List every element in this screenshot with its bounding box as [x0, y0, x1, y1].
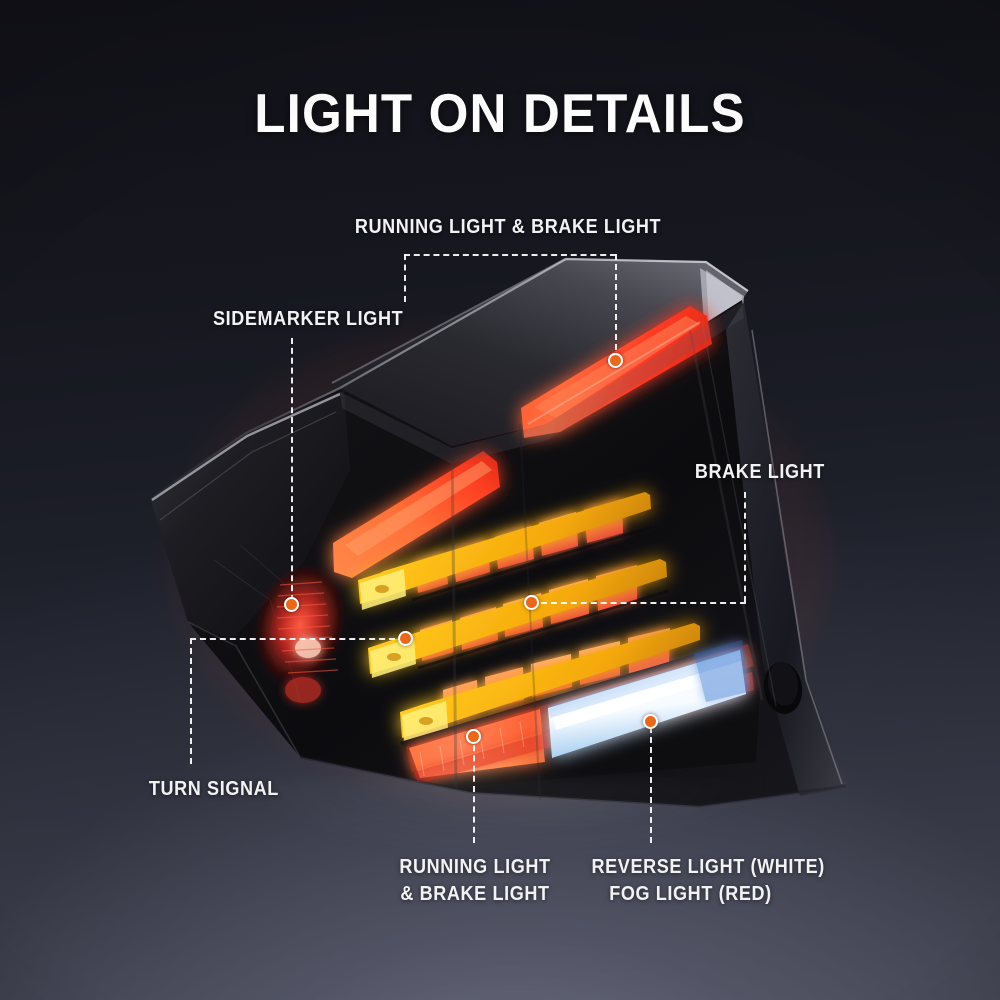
lamp-right-flange [726, 302, 848, 796]
callout-marker-sidemarker [284, 597, 299, 612]
callout-marker-running-brake-bottom [466, 729, 481, 744]
leader-line-brake-vertical [744, 492, 746, 602]
callout-label-reverse-fog: REVERSE LIGHT (WHITE) FOG LIGHT (RED) [591, 853, 825, 907]
light-element-bottom-strip [400, 640, 760, 790]
callout-label-brake: BRAKE LIGHT [694, 460, 825, 483]
light-element-sidemarker [254, 563, 346, 703]
lamp-left-nose [150, 390, 350, 758]
callout-label-running-brake-bottom: RUNNING LIGHT & BRAKE LIGHT [383, 853, 568, 907]
leader-line-running-brake-top-right-drop [615, 254, 617, 360]
light-element-fin-array [358, 492, 700, 742]
callout-label-turn-signal: TURN SIGNAL [148, 777, 279, 800]
lamp-outline-highlight [149, 257, 749, 499]
leader-line-sidemarker [291, 338, 293, 601]
callout-label-running-brake-top: RUNNING LIGHT & BRAKE LIGHT [354, 215, 662, 238]
callout-label-line-1: REVERSE LIGHT (WHITE) [591, 855, 825, 878]
leader-line-brake-horizontal [531, 602, 746, 604]
callout-marker-brake [524, 595, 539, 610]
callout-marker-reverse-fog [643, 714, 658, 729]
callout-marker-turn-signal [398, 631, 413, 646]
leader-line-running-brake-bottom [473, 735, 475, 843]
turn-signal-bar-1 [358, 492, 651, 610]
callout-label-line-2: FOG LIGHT (RED) [609, 882, 772, 905]
leader-line-reverse-fog [650, 727, 652, 843]
light-element-running-bar [333, 451, 500, 578]
page-title: LIGHT ON DETAILS [254, 82, 746, 144]
turn-signal-bar-3 [400, 623, 700, 742]
leader-line-running-brake-top-left-drop [404, 254, 406, 302]
leader-line-running-brake-top-horizontal [404, 254, 616, 256]
callout-marker-running-brake-top [608, 353, 623, 368]
callout-label-sidemarker: SIDEMARKER LIGHT [212, 307, 404, 330]
callout-label-line-2: & BRAKE LIGHT [400, 882, 550, 905]
leader-line-turn-signal-horizontal [190, 638, 405, 640]
turn-signal-bar-2 [368, 559, 667, 678]
leader-line-turn-signal-vertical [190, 638, 192, 764]
callout-label-line-1: RUNNING LIGHT [399, 855, 551, 878]
lamp-lens-reflections [299, 302, 847, 808]
